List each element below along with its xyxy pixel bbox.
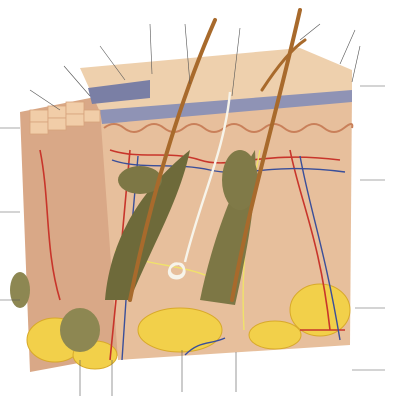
- skin-cross-section-diagram: [0, 0, 412, 411]
